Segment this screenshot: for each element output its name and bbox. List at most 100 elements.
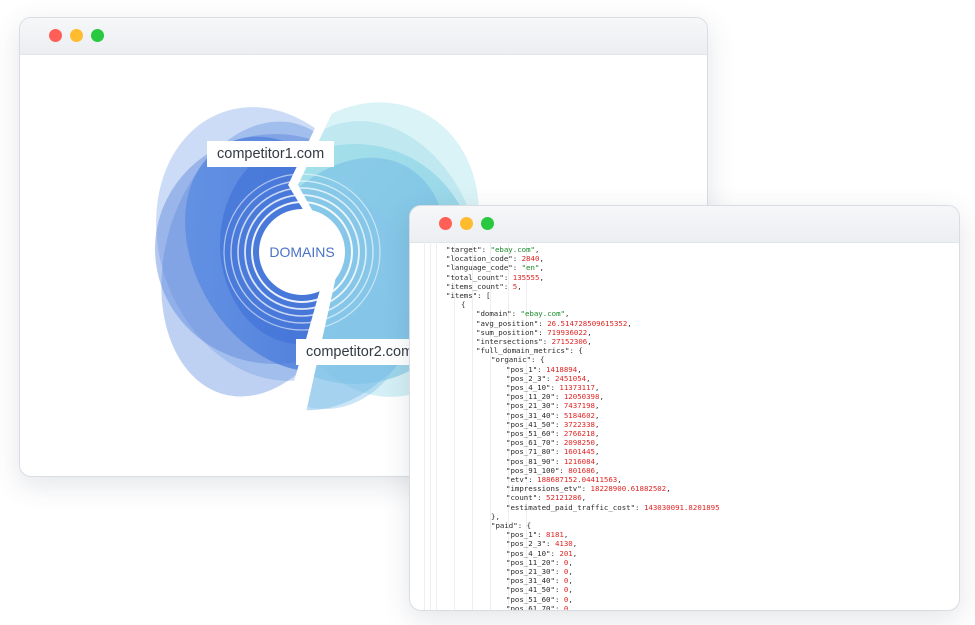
indent-guide (454, 242, 455, 610)
json-punctuation: , (595, 383, 600, 392)
json-key: "pos_31_40": (506, 410, 564, 420)
json-line: "items_count": 5, (446, 282, 522, 291)
json-punctuation: , (568, 557, 573, 567)
json-key: "paid": { (491, 521, 532, 530)
json-response-window: "target": "ebay.com","location_code": 28… (409, 205, 960, 611)
json-punctuation: , (595, 438, 600, 448)
json-key: "pos_91_100": (506, 465, 569, 475)
minimize-icon[interactable] (460, 217, 473, 230)
json-key: "full_domain_metrics": { (476, 346, 583, 356)
json-key: { (461, 300, 466, 310)
domains-label: DOMAINS (269, 244, 334, 260)
indent-guide (490, 242, 491, 610)
json-value: 11373117 (559, 383, 596, 392)
maximize-icon[interactable] (481, 217, 494, 230)
indent-guide (508, 242, 509, 610)
json-key: "target": (446, 245, 491, 254)
json-punctuation: , (535, 245, 540, 254)
json-key: "items": [ (446, 291, 491, 300)
json-key: "estimated_paid_traffic_cost": (506, 502, 644, 512)
json-line: "pos_31_40": 5184602, (506, 411, 599, 420)
json-value: "ebay.com" (520, 309, 566, 319)
json-line: "pos_4_10": 11373117, (506, 383, 599, 392)
json-line: "paid": { (491, 521, 531, 530)
json-key: "pos_2_3": (506, 539, 555, 549)
json-value: 3722338 (563, 419, 596, 429)
json-line: "impressions_etv": 18228900.61882502, (506, 484, 671, 493)
json-value: 0 (563, 557, 569, 567)
json-key: "etv": (506, 475, 538, 484)
json-value: 1216084 (563, 456, 596, 466)
json-line: "full_domain_metrics": { (476, 346, 583, 355)
json-value: 12050398 (563, 392, 600, 402)
json-key: "organic": { (491, 355, 545, 365)
json-value: 52121286 (546, 493, 582, 503)
json-punctuation: , (568, 594, 573, 604)
competitor1-label: competitor1.com (207, 141, 335, 167)
json-punctuation: , (595, 401, 600, 411)
json-punctuation: , (568, 576, 573, 586)
json-value: 18228900.61882502 (590, 484, 667, 494)
json-key: "impressions_etv": (506, 484, 591, 494)
indent-guide (424, 242, 425, 610)
json-punctuation: , (595, 465, 600, 475)
json-punctuation: , (568, 585, 573, 595)
close-icon[interactable] (49, 29, 62, 42)
json-punctuation: , (599, 392, 604, 402)
json-key: "pos_41_50": (506, 419, 564, 429)
json-line: "pos_51_60": 2766218, (506, 429, 599, 438)
json-line: "pos_31_40": 0, (506, 576, 573, 585)
json-punctuation: , (595, 456, 600, 466)
json-line: "pos_41_50": 3722338, (506, 420, 599, 429)
json-punctuation: , (539, 254, 544, 264)
json-punctuation: , (595, 429, 600, 438)
json-value: 1418894 (546, 364, 578, 374)
json-key: "intersections": (476, 337, 552, 346)
json-punctuation: , (517, 281, 522, 291)
json-key: "pos_61_70": (506, 603, 564, 610)
json-line: "pos_11_20": 0, (506, 558, 573, 567)
json-value: 1601445 (563, 447, 596, 457)
domains-center-circle (259, 209, 345, 295)
json-key: "total_count": (446, 272, 513, 282)
json-key: "pos_4_10": (506, 383, 560, 392)
json-punctuation: , (568, 567, 573, 576)
json-key: "pos_4_10": (506, 548, 560, 558)
json-value: 188687152.04411563 (537, 475, 618, 484)
json-line: "estimated_paid_traffic_cost": 143030091… (506, 503, 720, 512)
json-key: "pos_41_50": (506, 585, 564, 595)
json-punctuation: , (563, 530, 569, 540)
json-line: "pos_2_3": 2451054, (506, 374, 591, 383)
json-punctuation: , (539, 263, 544, 273)
json-line: "language_code": "en", (446, 263, 544, 272)
json-value: 719936022 (547, 327, 588, 337)
json-value: 4130 (554, 539, 573, 549)
json-punctuation: , (572, 548, 578, 558)
json-value: 7437198 (563, 401, 596, 411)
json-line: "pos_81_90": 1216084, (506, 457, 599, 466)
window-titlebar (410, 206, 959, 243)
json-value: 5184602 (563, 410, 596, 420)
json-line: "pos_41_50": 0, (506, 585, 573, 594)
json-value: 0 (563, 576, 569, 586)
json-line: "count": 52121286, (506, 493, 586, 502)
close-icon[interactable] (439, 217, 452, 230)
json-line: "domain": "ebay.com", (476, 309, 569, 318)
json-punctuation: , (568, 603, 573, 610)
maximize-icon[interactable] (91, 29, 104, 42)
json-key: "pos_21_30": (506, 401, 564, 411)
json-value: "ebay.com" (490, 245, 536, 254)
json-line: "pos_51_60": 0, (506, 595, 573, 604)
json-punctuation: , (617, 475, 622, 484)
competitor2-label: competitor2.com (296, 339, 424, 365)
minimize-icon[interactable] (70, 29, 83, 42)
json-value: "en" (521, 263, 540, 273)
json-line: "intersections": 27152306, (476, 337, 592, 346)
json-value: 0 (563, 585, 569, 595)
json-key: "pos_21_30": (506, 567, 564, 576)
json-line: "pos_1": 1418894, (506, 365, 582, 374)
json-code-view[interactable]: "target": "ebay.com","location_code": 28… (410, 242, 959, 610)
window-titlebar (20, 18, 707, 55)
json-line: "target": "ebay.com", (446, 245, 539, 254)
domains-rings (223, 173, 381, 331)
